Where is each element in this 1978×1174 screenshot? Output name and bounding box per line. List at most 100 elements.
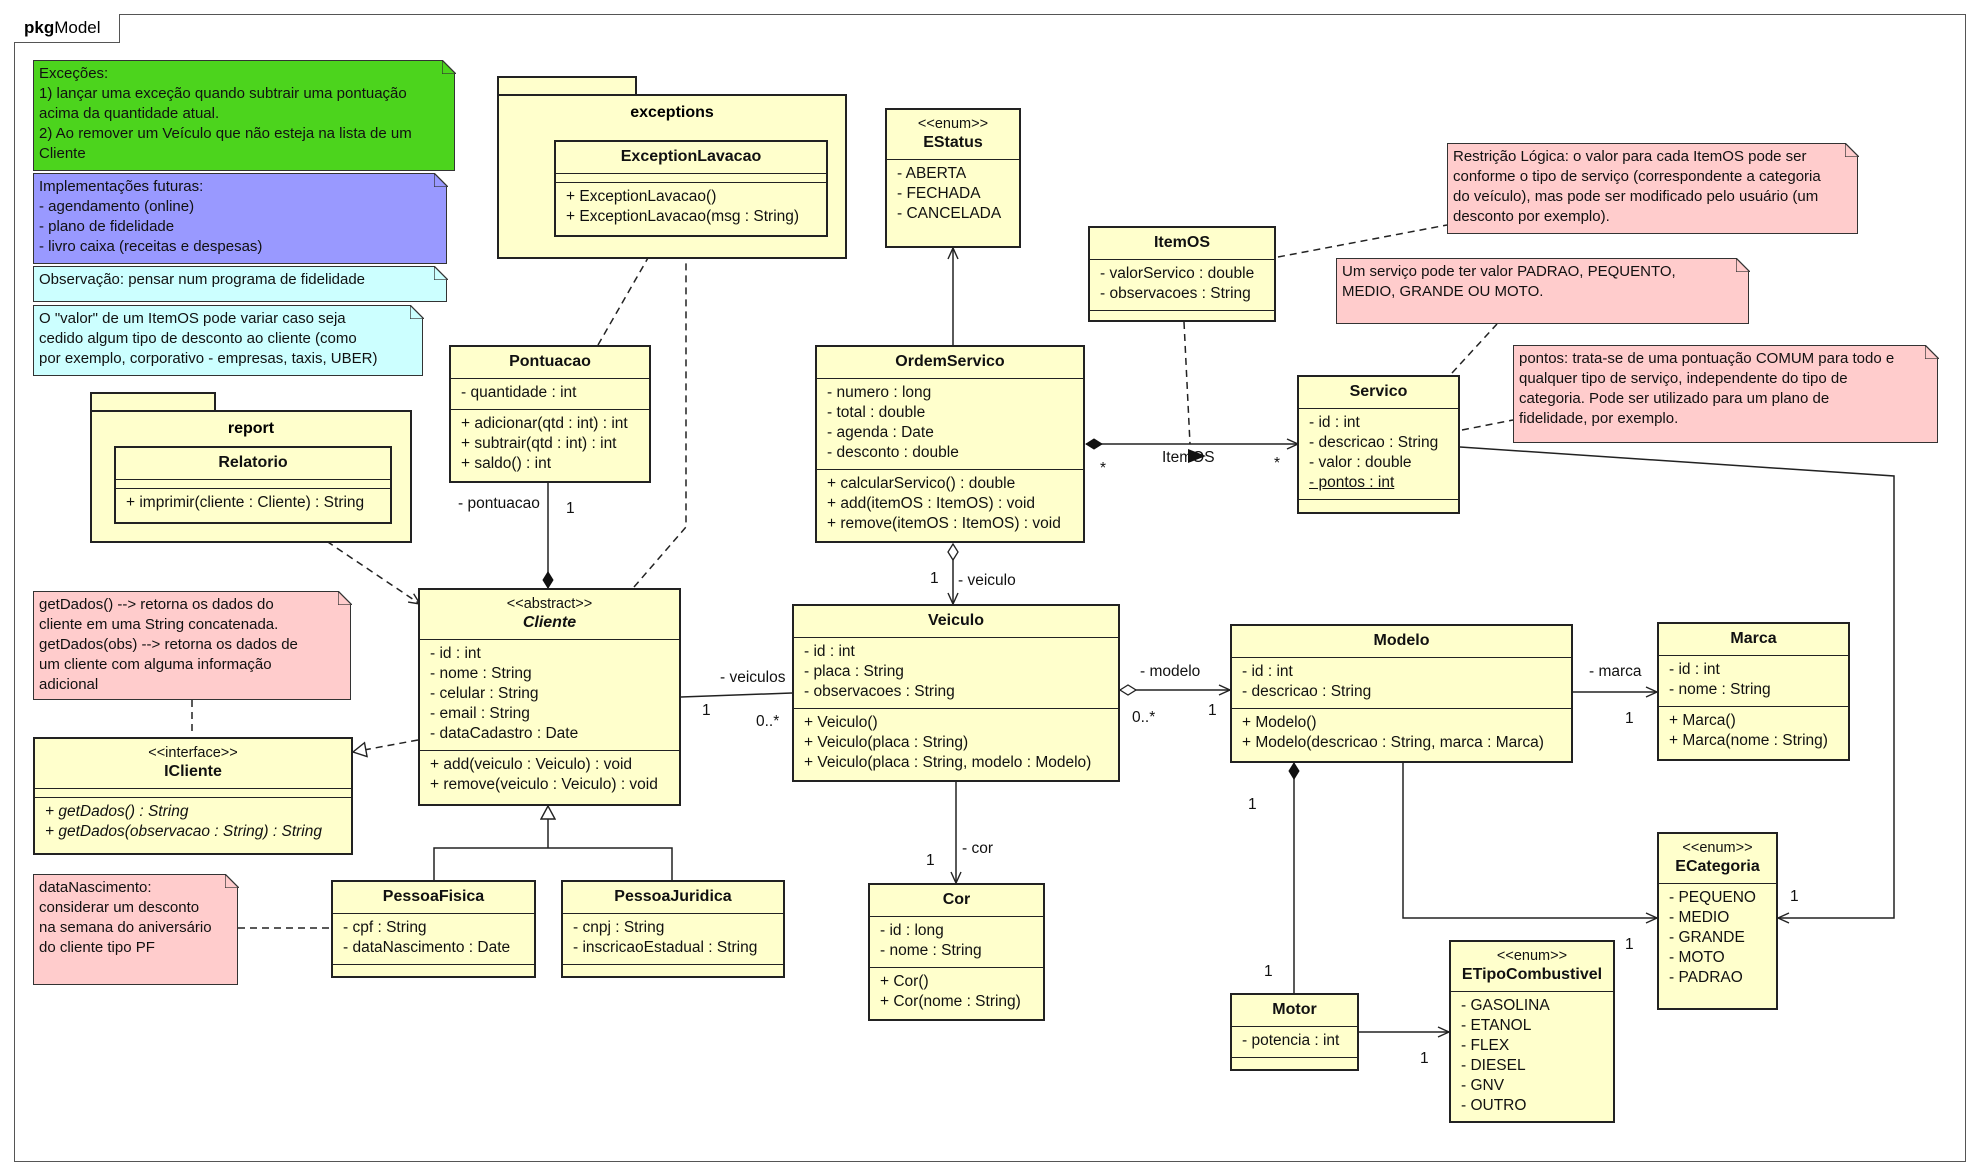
- operation: + Marca(): [1669, 712, 1736, 729]
- label-categoria-one-a: 1: [1625, 936, 1634, 953]
- assoc-cliente-veiculo: [680, 692, 793, 698]
- class-icliente[interactable]: <<interface>> ICliente + getDados() : St…: [33, 737, 353, 855]
- note-datanascimento: dataNascimento: considerar um desconto n…: [33, 873, 239, 985]
- attribute: - descricao : String: [1309, 434, 1439, 451]
- abstract-operation: + getDados() : String: [45, 803, 189, 820]
- attribute: - numero : long: [827, 384, 932, 401]
- class-pontuacao[interactable]: Pontuacao - quantidade : int + adicionar…: [449, 345, 651, 483]
- label-modelo-motor-one: 1: [1248, 796, 1257, 813]
- gen-pessoafisica: [433, 847, 548, 880]
- abstract-operation: + getDados(observacao : String) : String: [45, 823, 322, 840]
- class-name: Relatorio: [218, 454, 288, 471]
- class-veiculo[interactable]: Veiculo - id : int - placa : String - ob…: [792, 604, 1120, 782]
- enum-literal: - FLEX: [1461, 1037, 1510, 1054]
- operation: + remove(itemOS : ItemOS) : void: [827, 515, 1061, 532]
- class-modelo[interactable]: Modelo - id : int - descricao : String +…: [1230, 624, 1573, 763]
- enum-literal: - PADRAO: [1669, 969, 1743, 986]
- class-marca[interactable]: Marca - id : int - nome : String + Marca…: [1657, 622, 1850, 761]
- operation: + calcularServico() : double: [827, 475, 1016, 492]
- label-veiculo-mult: 1: [930, 570, 939, 587]
- enum-literal: - FECHADA: [897, 185, 981, 202]
- class-exceptionlavacao[interactable]: ExceptionLavacao + ExceptionLavacao() + …: [554, 140, 828, 237]
- operation: + ExceptionLavacao(msg : String): [566, 208, 800, 225]
- note-getdados: getDados() --> retorna os dados do clien…: [33, 590, 352, 700]
- dep-pontuacao-exceptions: [597, 235, 661, 346]
- attribute: - inscricaoEstadual : String: [573, 939, 758, 956]
- attribute: - valorServico : double: [1100, 265, 1255, 282]
- enum-literal: - ETANOL: [1461, 1017, 1532, 1034]
- class-motor[interactable]: Motor - potencia : int: [1230, 993, 1359, 1071]
- attribute: - valor : double: [1309, 454, 1412, 471]
- report-package-tab: [90, 392, 216, 412]
- operation: + add(itemOS : ItemOS) : void: [827, 495, 1036, 512]
- attribute: - id : int: [1309, 414, 1360, 431]
- attribute: - potencia : int: [1242, 1032, 1340, 1049]
- label-motor-one: 1: [1264, 963, 1273, 980]
- class-name: Marca: [1730, 630, 1777, 647]
- note-implementacoes-futuras: Implementações futuras: - agendamento (o…: [33, 172, 448, 264]
- attribute: - email : String: [430, 705, 530, 722]
- assoc-servico-categoria: [1459, 446, 1895, 924]
- operation: + Cor(): [880, 973, 929, 990]
- attribute: - cnpj : String: [573, 919, 665, 936]
- frame-tab: pkgModel: [14, 14, 120, 43]
- class-ecategoria[interactable]: <<enum>> ECategoria - PEQUENO - MEDIO - …: [1657, 832, 1778, 1010]
- operation: + add(veiculo : Veiculo) : void: [430, 756, 633, 773]
- exceptions-package-name: exceptions: [630, 104, 714, 121]
- operation: + subtrair(qtd : int) : int: [461, 435, 617, 452]
- enum-literal: - ABERTA: [897, 165, 967, 182]
- label-cor-role: - cor: [962, 840, 993, 857]
- class-name: Modelo: [1373, 632, 1430, 649]
- class-pessoafisica[interactable]: PessoaFisica - cpf : String - dataNascim…: [331, 880, 536, 978]
- enum-literal: - PEQUENO: [1669, 889, 1756, 906]
- class-name: ETipoCombustivel: [1461, 966, 1603, 983]
- attribute: - id : int: [804, 643, 855, 660]
- class-servico[interactable]: Servico - id : int - descricao : String …: [1297, 375, 1460, 514]
- class-name: ICliente: [164, 763, 222, 780]
- operation: + remove(veiculo : Veiculo) : void: [430, 776, 658, 793]
- class-pessoajuridica[interactable]: PessoaJuridica - cnpj : String - inscric…: [561, 880, 785, 978]
- label-veiculos-mult: 0..*: [756, 713, 780, 730]
- attribute: - descricao : String: [1242, 683, 1372, 700]
- class-name: PessoaJuridica: [614, 888, 732, 905]
- attribute: - nome : String: [430, 665, 532, 682]
- attribute: - nome : String: [1669, 681, 1771, 698]
- class-name: Motor: [1272, 1001, 1317, 1018]
- class-ordemservico[interactable]: OrdemServico - numero : long - total : d…: [815, 345, 1085, 543]
- attribute: - id : int: [1242, 663, 1293, 680]
- operation: + Veiculo(placa : String, modelo : Model…: [804, 754, 1092, 771]
- attribute: - dataNascimento : Date: [343, 939, 511, 956]
- enum-literal: - DIESEL: [1461, 1057, 1526, 1074]
- stereotype: <<enum>>: [1496, 948, 1568, 964]
- class-itemos[interactable]: ItemOS - valorServico : double - observa…: [1088, 226, 1276, 322]
- enum-literal: - OUTRO: [1461, 1097, 1527, 1114]
- operation: + Modelo(): [1242, 714, 1317, 731]
- attribute: - id : int: [430, 645, 481, 662]
- label-os-star: *: [1100, 460, 1107, 477]
- stereotype: <<enum>>: [917, 116, 989, 132]
- operation: + Cor(nome : String): [880, 993, 1021, 1010]
- class-name: Cliente: [522, 614, 577, 631]
- operation: + Veiculo(placa : String): [804, 734, 969, 751]
- class-cor[interactable]: Cor - id : long - nome : String + Cor() …: [868, 883, 1045, 1021]
- operation: + imprimir(cliente : Cliente) : String: [126, 494, 365, 511]
- dep-relatorio-cliente: [306, 527, 422, 605]
- class-relatorio[interactable]: Relatorio + imprimir(cliente : Cliente) …: [114, 446, 392, 524]
- enum-literal: - GNV: [1461, 1077, 1505, 1094]
- class-estatus[interactable]: <<enum>> EStatus - ABERTA - FECHADA - CA…: [885, 108, 1021, 248]
- note-excecoes: Exceções: 1) lançar uma exceção quando s…: [33, 59, 456, 171]
- stereotype: <<abstract>>: [506, 596, 593, 612]
- class-etipocombustivel[interactable]: <<enum>> ETipoCombustivel - GASOLINA - E…: [1449, 940, 1615, 1123]
- enum-literal: - CANCELADA: [897, 205, 1002, 222]
- label-veiculos-role: - veiculos: [720, 669, 786, 686]
- stereotype: <<interface>>: [148, 745, 238, 761]
- note-anchor-servico-valor: [1451, 323, 1498, 374]
- label-modelo-role: - modelo: [1140, 663, 1201, 680]
- realize-cliente-icliente: [353, 739, 419, 752]
- label-itemos-assoc: ItemOS: [1162, 449, 1215, 466]
- class-cliente[interactable]: <<abstract>> Cliente - id : int - nome :…: [418, 588, 681, 806]
- attribute: - dataCadastro : Date: [430, 725, 579, 742]
- dep-cliente-exceptions: [633, 235, 692, 588]
- itemos-assoc-class: [1183, 321, 1191, 445]
